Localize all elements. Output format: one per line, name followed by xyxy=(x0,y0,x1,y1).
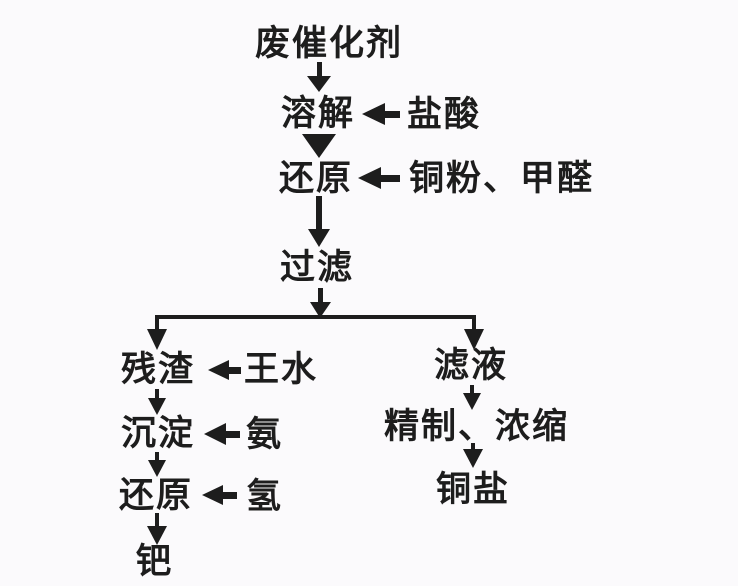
arrow-waste-to-dissolve xyxy=(307,62,331,92)
node-refine-concentrate: 精制、浓缩 xyxy=(384,407,570,446)
node-filtrate: 滤液 xyxy=(434,346,509,385)
node-copper-salt: 铜盐 xyxy=(436,470,511,509)
node-dissolve: 溶解 xyxy=(281,94,356,133)
arrow-filter-to-branch xyxy=(310,288,331,318)
arrow-residue-to-precipitate xyxy=(148,389,166,415)
node-waste-catalyst: 废催化剂 xyxy=(255,24,404,63)
reagent-copper-formaldehyde: 铜粉、甲醛 xyxy=(409,159,595,198)
arrow-precipitate-to-reduction2 xyxy=(148,452,166,477)
node-palladium: 钯 xyxy=(136,542,174,581)
node-reduction-1: 还原 xyxy=(279,159,354,198)
node-residue: 残渣 xyxy=(121,350,196,389)
arrow-dissolve-to-reduction xyxy=(302,134,336,158)
reagent-ammonia: 氨 xyxy=(246,415,284,454)
arrow-hydrogen-to-reduction2 xyxy=(202,485,237,505)
arrow-hcl-to-dissolve xyxy=(362,103,400,125)
arrow-branch-to-filtrate xyxy=(464,315,484,350)
branch-line xyxy=(155,315,476,319)
node-reduction-2: 还原 xyxy=(119,476,194,515)
node-filter: 过滤 xyxy=(280,248,355,287)
arrow-ammonia-to-precipitate xyxy=(204,423,240,445)
arrow-aqua-regia-to-residue xyxy=(208,360,241,380)
arrow-filtrate-to-refine xyxy=(463,385,481,410)
arrow-reduction2-to-palladium xyxy=(147,513,167,545)
node-precipitate: 沉淀 xyxy=(121,414,196,453)
reagent-hydrogen: 氢 xyxy=(246,477,284,516)
arrow-branch-to-residue xyxy=(147,315,167,350)
reagent-aqua-regia: 王水 xyxy=(244,350,319,389)
reagent-hcl: 盐酸 xyxy=(407,95,482,134)
arrow-refine-to-copper-salt xyxy=(463,443,483,468)
arrow-copper-to-reduction xyxy=(358,167,400,189)
arrow-reduction-to-filter xyxy=(308,196,330,247)
